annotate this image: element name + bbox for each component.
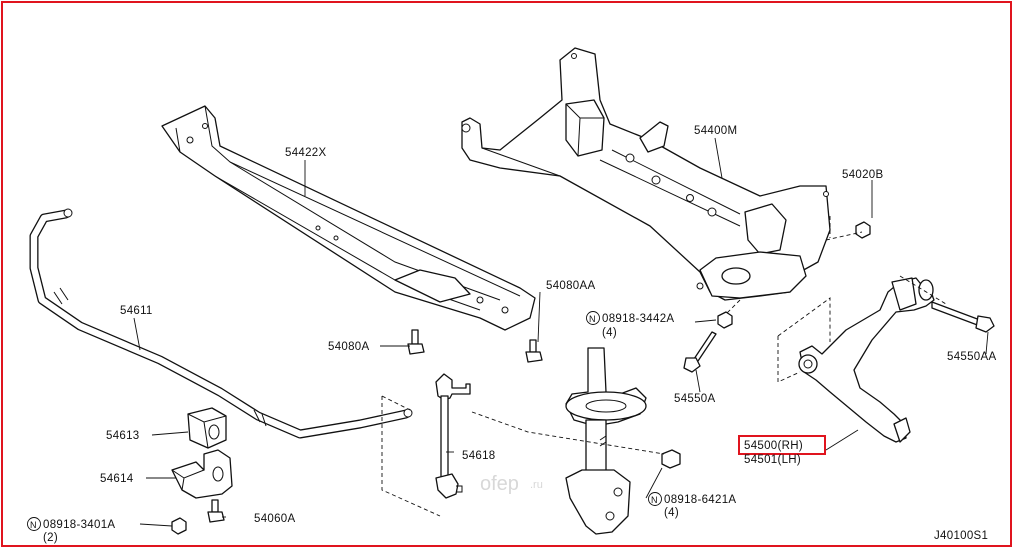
circled-n-3401a: N (30, 520, 37, 530)
watermark-suffix: .ru (530, 479, 543, 491)
label-08918-3401a-qty: (2) (43, 532, 58, 544)
leader-lines (133, 137, 989, 527)
label-54550aa: 54550AA (947, 351, 996, 363)
front-crossmember (161, 105, 536, 331)
label-54080aa: 54080AA (546, 280, 595, 292)
circled-n-icon (27, 517, 41, 531)
circled-n-icon (586, 311, 600, 325)
label-08918-6421a-qty: (4) (664, 507, 679, 519)
watermark: ofep .ru (480, 473, 543, 495)
highlight-box (738, 435, 826, 455)
label-54500-rh: 54500(RH) (744, 440, 803, 452)
stabilizer-link (435, 373, 471, 499)
circled-n-6421a: N (651, 495, 658, 505)
fasteners (171, 221, 995, 535)
circled-n-icon (648, 492, 662, 506)
label-54400m: 54400M (694, 125, 737, 137)
label-54550a: 54550A (674, 393, 715, 405)
label-54618: 54618 (462, 450, 495, 462)
label-08918-3442a: 08918-3442A (602, 313, 674, 325)
stabilizer-bushing (187, 407, 227, 449)
lower-control-arm (798, 277, 935, 443)
label-54060a: 54060A (254, 513, 295, 525)
suspension-member (461, 47, 831, 301)
label-08918-3442a-qty: (4) (602, 327, 617, 339)
label-54611: 54611 (120, 305, 153, 317)
diagram-code: J40100S1 (934, 530, 988, 542)
label-54080a: 54080A (328, 341, 369, 353)
part-labels: 54422X 54400M 54020B 54611 54080AA N 089… (27, 125, 996, 544)
label-54613: 54613 (106, 430, 139, 442)
stabilizer-clamp (171, 449, 233, 499)
circled-n-3442a: N (589, 314, 596, 324)
label-08918-6421a: 08918-6421A (664, 494, 736, 506)
label-54422x: 54422X (285, 147, 326, 159)
label-54020b: 54020B (842, 169, 883, 181)
label-08918-3401a: 08918-3401A (43, 519, 115, 531)
label-54614: 54614 (100, 473, 134, 485)
assembly-lines (381, 216, 947, 517)
strut-assembly (565, 347, 647, 535)
watermark-brand: ofep (480, 473, 519, 495)
stabilizer-bar (29, 208, 413, 439)
label-54501-lh: 54501(LH) (744, 454, 801, 466)
